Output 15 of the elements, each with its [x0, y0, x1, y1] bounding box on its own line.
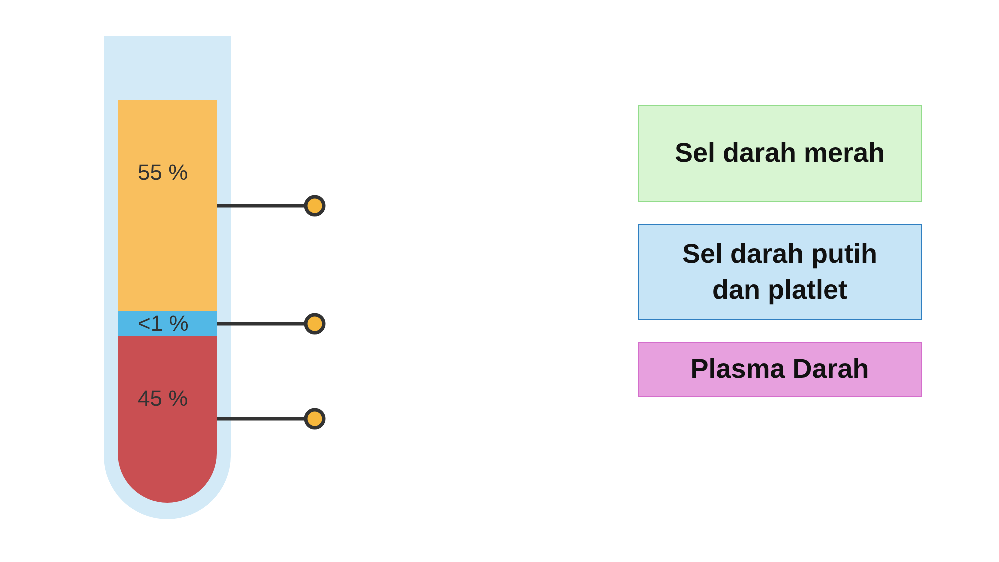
answer-label-card: Plasma Darah [638, 342, 922, 397]
tube-layer [118, 311, 217, 336]
percentage-label: <1 % [138, 311, 189, 337]
leader-line [217, 204, 306, 208]
leader-line [217, 322, 306, 326]
answer-dot [304, 408, 326, 430]
percentage-label: 45 % [138, 386, 188, 412]
answer-label-card: Sel darah putih dan platlet [638, 224, 922, 320]
tube-layer [118, 336, 217, 503]
percentage-label: 55 % [138, 160, 188, 186]
answer-dot [304, 195, 326, 217]
answer-dot [304, 313, 326, 335]
leader-line [217, 417, 306, 421]
answer-label-card: Sel darah merah [638, 105, 922, 202]
tube-layer [118, 100, 217, 311]
